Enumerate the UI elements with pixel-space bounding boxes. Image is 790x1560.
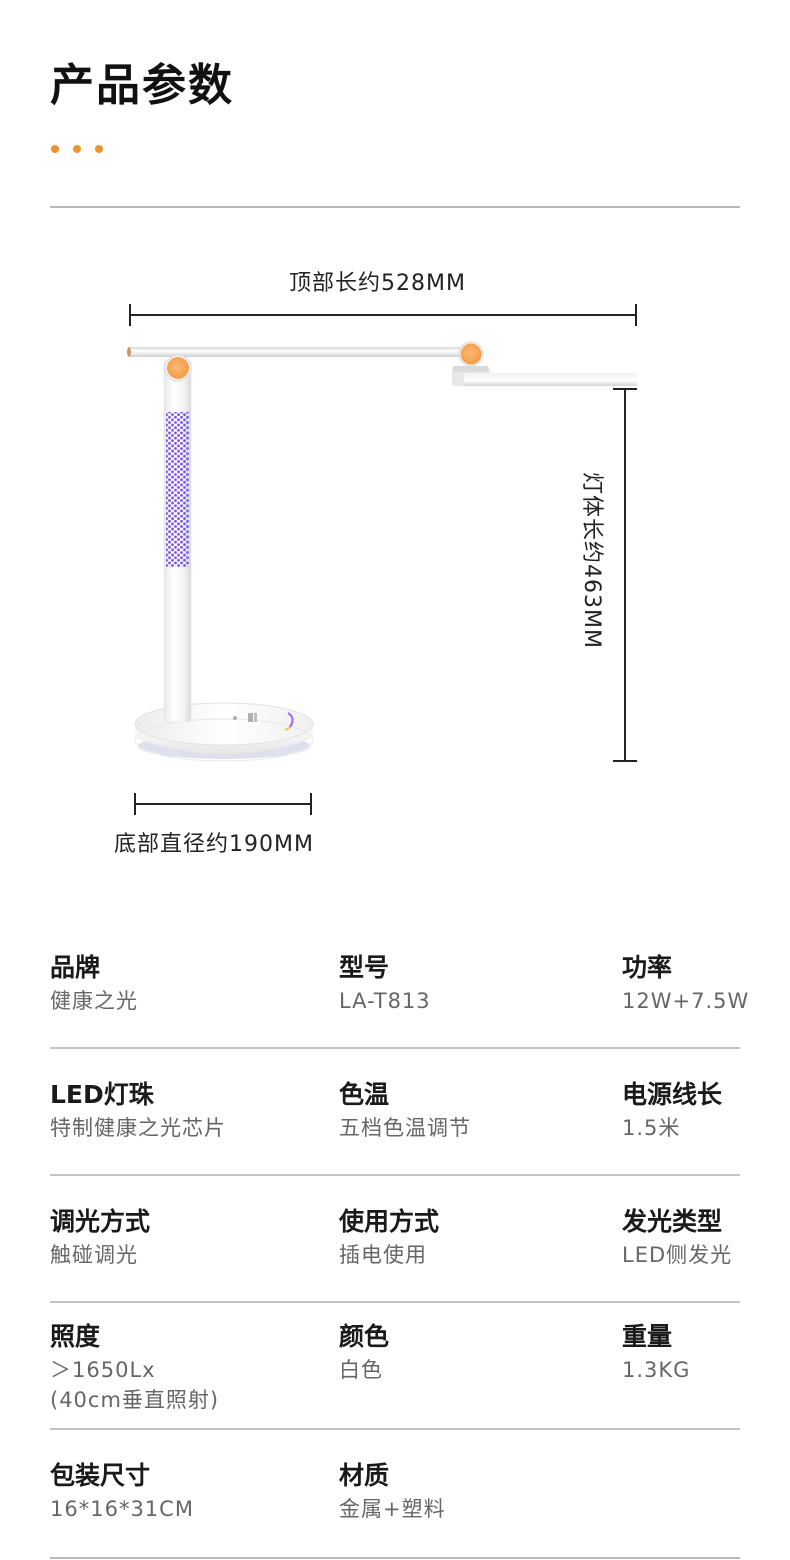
spec-value: 健康之光 <box>50 989 138 1013</box>
row-divider <box>50 1047 740 1049</box>
accent-dot <box>95 145 103 153</box>
spec-label: LED灯珠 <box>50 1080 154 1109</box>
row-divider <box>50 1301 740 1303</box>
spec-label: 色温 <box>339 1080 390 1109</box>
spec-value: 12W+7.5W <box>622 989 750 1013</box>
base-shadow <box>138 733 310 759</box>
spec-label: 调光方式 <box>50 1207 151 1236</box>
row-divider <box>50 1174 740 1176</box>
led-dot-strip <box>166 412 189 567</box>
spec-led-chip: LED灯珠 特制健康之光芯片 <box>50 1079 226 1143</box>
spec-value: LA-T813 <box>339 989 431 1013</box>
spec-value: 白色 <box>339 1358 383 1382</box>
bottom-divider <box>50 1557 740 1559</box>
spec-illuminance: 照度 ＞1650Lx (40cm垂直照射) <box>50 1321 219 1415</box>
spec-weight: 重量 1.3KG <box>622 1321 690 1385</box>
spec-label: 使用方式 <box>339 1207 440 1236</box>
spec-usage-mode: 使用方式 插电使用 <box>339 1206 439 1270</box>
page-title: 产品参数 <box>50 60 234 111</box>
body-length-label: 灯体长约463MM <box>579 472 604 649</box>
spec-brand: 品牌 健康之光 <box>50 952 138 1016</box>
spec-value: LED侧发光 <box>622 1243 733 1267</box>
spec-label: 发光类型 <box>622 1207 723 1236</box>
spec-cord-length: 电源线长 1.5米 <box>622 1079 722 1143</box>
accent-dot <box>51 145 59 153</box>
spec-label: 颜色 <box>339 1322 390 1351</box>
spec-value: 特制健康之光芯片 <box>50 1116 226 1140</box>
spec-label: 电源线长 <box>622 1080 723 1109</box>
spec-model: 型号 LA-T813 <box>339 952 431 1016</box>
spec-label: 材质 <box>339 1461 390 1490</box>
title-accent-dots <box>51 145 103 153</box>
spec-value: 插电使用 <box>339 1243 427 1267</box>
spec-label: 型号 <box>339 953 390 982</box>
base-diameter-dimension-line <box>134 793 312 815</box>
spec-dimming-mode: 调光方式 触碰调光 <box>50 1206 150 1270</box>
spec-label: 功率 <box>622 953 673 982</box>
spec-label: 品牌 <box>50 953 101 982</box>
spec-power: 功率 12W+7.5W <box>622 952 749 1016</box>
spec-label: 重量 <box>622 1322 673 1351</box>
spec-label: 包装尺寸 <box>50 1461 151 1490</box>
top-length-dimension-line <box>129 304 637 326</box>
spec-value: 16*16*31CM <box>50 1497 194 1521</box>
spec-value: 触碰调光 <box>50 1243 138 1267</box>
spec-value: 五档色温调节 <box>339 1116 471 1140</box>
row-divider <box>50 1428 740 1430</box>
spec-value: 1.3KG <box>622 1358 691 1382</box>
desk-lamp-illustration <box>127 341 637 762</box>
spec-value-note: (40cm垂直照射) <box>50 1388 220 1412</box>
accent-dot <box>73 145 81 153</box>
spec-value: 1.5米 <box>622 1116 681 1140</box>
spec-color: 颜色 白色 <box>339 1321 389 1385</box>
spec-value: 金属+塑料 <box>339 1497 446 1521</box>
header-divider <box>50 206 740 208</box>
spec-color-temperature: 色温 五档色温调节 <box>339 1079 471 1143</box>
spec-value: ＞1650Lx <box>50 1358 156 1382</box>
spec-package-size: 包装尺寸 16*16*31CM <box>50 1460 194 1524</box>
base-diameter-label: 底部直径约190MM <box>114 832 314 857</box>
spec-material: 材质 金属+塑料 <box>339 1460 446 1524</box>
spec-label: 照度 <box>50 1322 101 1351</box>
spec-light-type: 发光类型 LED侧发光 <box>622 1206 732 1270</box>
body-length-dimension-line <box>613 388 637 762</box>
top-length-label: 顶部长约528MM <box>289 271 466 296</box>
